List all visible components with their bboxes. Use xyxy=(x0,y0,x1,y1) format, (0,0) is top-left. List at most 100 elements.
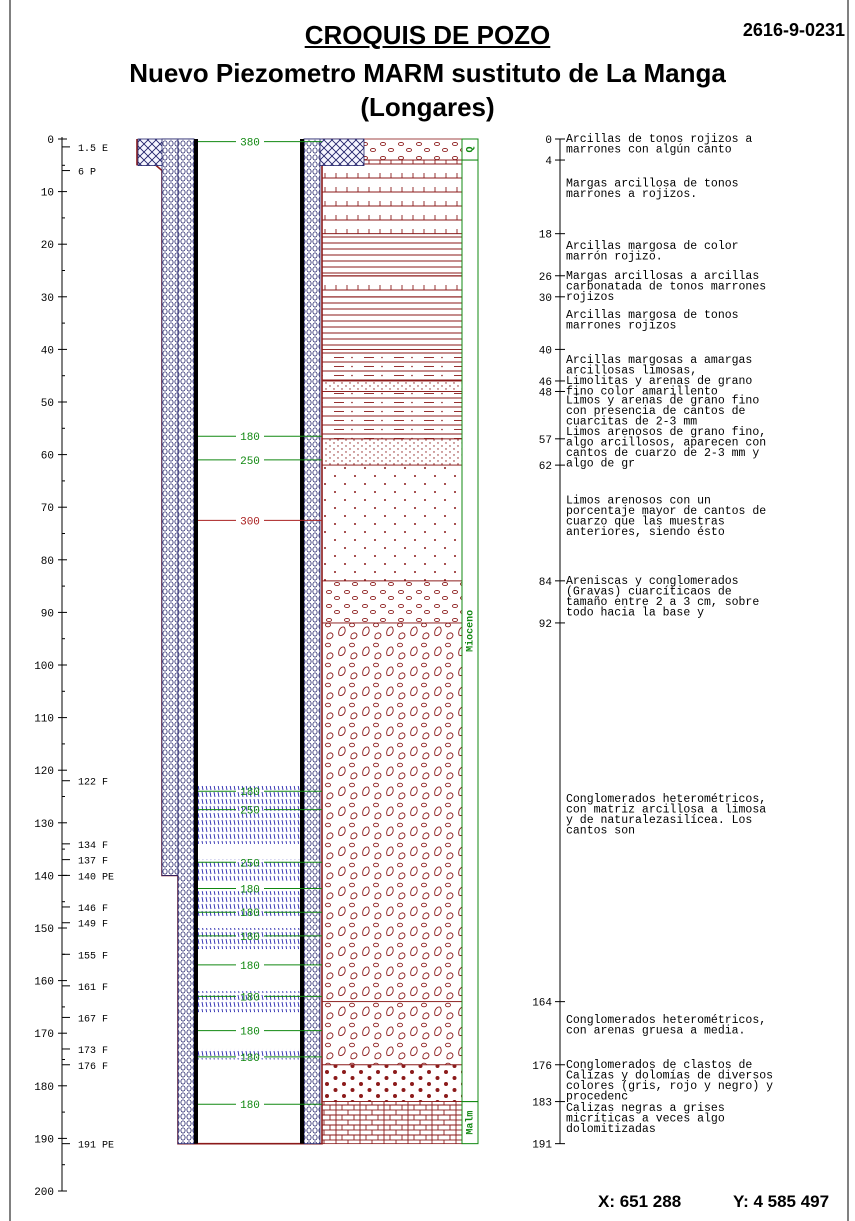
description-line: cuarcitas de 2-3 mm xyxy=(566,415,697,428)
diameter-label: 180 xyxy=(240,1027,260,1039)
depth-tick-label: 70 xyxy=(41,503,54,515)
well-mark-label: 6 P xyxy=(78,168,96,179)
description-line: anteriores, siendo ésto xyxy=(566,526,725,539)
description-line: algo de gr xyxy=(566,457,635,470)
description-tick-label: 46 xyxy=(539,377,552,389)
diameter-label: 180 xyxy=(240,992,260,1004)
description-line: marrón rojizo. xyxy=(566,250,663,263)
description-tick-label: 18 xyxy=(539,230,552,242)
screen-interval xyxy=(198,928,300,950)
well-mark-label: 140 PE xyxy=(78,872,114,883)
description-line: rojizos xyxy=(566,291,614,304)
description-line: Arcillas margosa de color xyxy=(566,240,739,253)
description-line: cantos de cuarzo de 2-3 mm y xyxy=(566,447,759,460)
well-mark-label: 122 F xyxy=(78,778,108,789)
lithology-layer xyxy=(321,348,463,382)
description-tick-label: 92 xyxy=(539,619,552,631)
screen-interval xyxy=(198,859,300,881)
lithology-layer xyxy=(321,391,463,440)
y-coordinate: Y: 4 585 497 xyxy=(733,1192,830,1211)
diameter-label: 180 xyxy=(240,787,260,799)
depth-tick-label: 140 xyxy=(34,871,54,883)
well-code: 2616-9-0231 xyxy=(742,20,845,40)
well-mark-label: 191 PE xyxy=(78,1141,114,1152)
description-tick-label: 57 xyxy=(539,435,552,447)
description-line: dolomitizadas xyxy=(566,1123,656,1136)
well-mark-label: 167 F xyxy=(78,1014,108,1025)
depth-tick-label: 110 xyxy=(34,714,54,726)
unit-label: Malm xyxy=(465,1111,477,1135)
description-line: marrones con algún canto xyxy=(566,144,732,157)
page-title: CROQUIS DE POZO xyxy=(304,20,551,50)
lithology-layer xyxy=(321,622,463,1003)
lithology-layer xyxy=(321,580,463,624)
description-line: con presencia de cantos de xyxy=(566,405,746,418)
depth-tick-label: 90 xyxy=(41,608,54,620)
well-mark-label: 155 F xyxy=(78,951,108,962)
depth-tick-label: 30 xyxy=(41,293,54,305)
diagram-layers: 0102030405060708090100110120130140150160… xyxy=(9,0,849,1221)
lithology-layer xyxy=(321,233,463,277)
depth-tick-label: 20 xyxy=(41,240,54,252)
depth-tick-label: 80 xyxy=(41,556,54,568)
lithology-layer xyxy=(321,1101,463,1145)
description-line: colores (gris, rojo y negro) y xyxy=(566,1080,773,1093)
depth-tick-label: 160 xyxy=(34,977,54,989)
diameter-label: 180 xyxy=(240,961,260,973)
description-line: marrones rojizos xyxy=(566,320,676,333)
description-line: carbonatada de tonos marrones xyxy=(566,280,766,293)
depth-tick-label: 200 xyxy=(34,1187,54,1199)
diameter-label: 180 xyxy=(240,1100,260,1112)
description-line: fino color amarillento xyxy=(566,385,718,398)
lithology-layer xyxy=(321,464,463,582)
diameter-label: 250 xyxy=(240,456,260,468)
well-mark-label: 146 F xyxy=(78,904,108,915)
casing-wall-left xyxy=(194,139,198,1144)
description-line: Arcillas de tonos rojizos a xyxy=(566,133,752,146)
lithology-layer xyxy=(321,159,463,235)
description-line: Margas arcillosa de tonos xyxy=(566,178,739,191)
casing-wall-right xyxy=(300,139,304,1144)
description-line: Margas arcillosas a arcillas xyxy=(566,270,759,283)
depth-tick-label: 100 xyxy=(34,661,54,673)
depth-tick-label: 150 xyxy=(34,924,54,936)
description-tick-label: 4 xyxy=(545,156,552,168)
well-mark-label: 161 F xyxy=(78,983,108,994)
lithology-layer xyxy=(321,438,463,466)
depth-tick-label: 0 xyxy=(47,135,54,147)
screen-interval xyxy=(198,891,300,918)
lithology-layer xyxy=(321,380,463,392)
diameter-label: 180 xyxy=(240,908,260,920)
description-line: Limolitas y arenas de grano xyxy=(566,375,752,388)
depth-tick-label: 170 xyxy=(34,1029,54,1041)
well-mark-label: 137 F xyxy=(78,857,108,868)
well-mark-label: 173 F xyxy=(78,1046,108,1057)
description-line: todo hacia la base y xyxy=(566,606,704,619)
description-line: Limos arenosos con un xyxy=(566,494,711,507)
diameter-label: 180 xyxy=(240,932,260,944)
description-line: y de naturalezasilícea. Los xyxy=(566,814,752,827)
description-tick-label: 40 xyxy=(539,345,552,357)
description-tick-label: 183 xyxy=(532,1098,552,1110)
description-line: porcentaje mayor de cantos de xyxy=(566,505,766,518)
description-tick-label: 26 xyxy=(539,272,552,284)
description-line: Arcillas margosas a amargas xyxy=(566,354,752,367)
gravel-pack-right xyxy=(303,138,321,1145)
diameter-label: 180 xyxy=(240,432,260,444)
description-tick-label: 164 xyxy=(532,998,552,1010)
description-tick-label: 0 xyxy=(545,135,552,147)
description-line: Conglomerados heterométricos, xyxy=(566,1014,766,1027)
depth-tick-label: 10 xyxy=(41,188,54,200)
description-line: Limos y arenas de grano fino xyxy=(566,394,759,407)
description-tick-label: 62 xyxy=(539,461,552,473)
well-mark-label: 134 F xyxy=(78,841,108,852)
description-tick-label: 176 xyxy=(532,1061,552,1073)
description-tick-label: 191 xyxy=(532,1140,552,1152)
description-tick-label: 30 xyxy=(539,293,552,305)
screen-interval xyxy=(198,785,300,844)
x-coordinate: X: 651 288 xyxy=(598,1192,682,1211)
depth-tick-label: 180 xyxy=(34,1082,54,1094)
description-tick-label: 48 xyxy=(539,387,552,399)
diameter-label: 180 xyxy=(240,885,260,897)
